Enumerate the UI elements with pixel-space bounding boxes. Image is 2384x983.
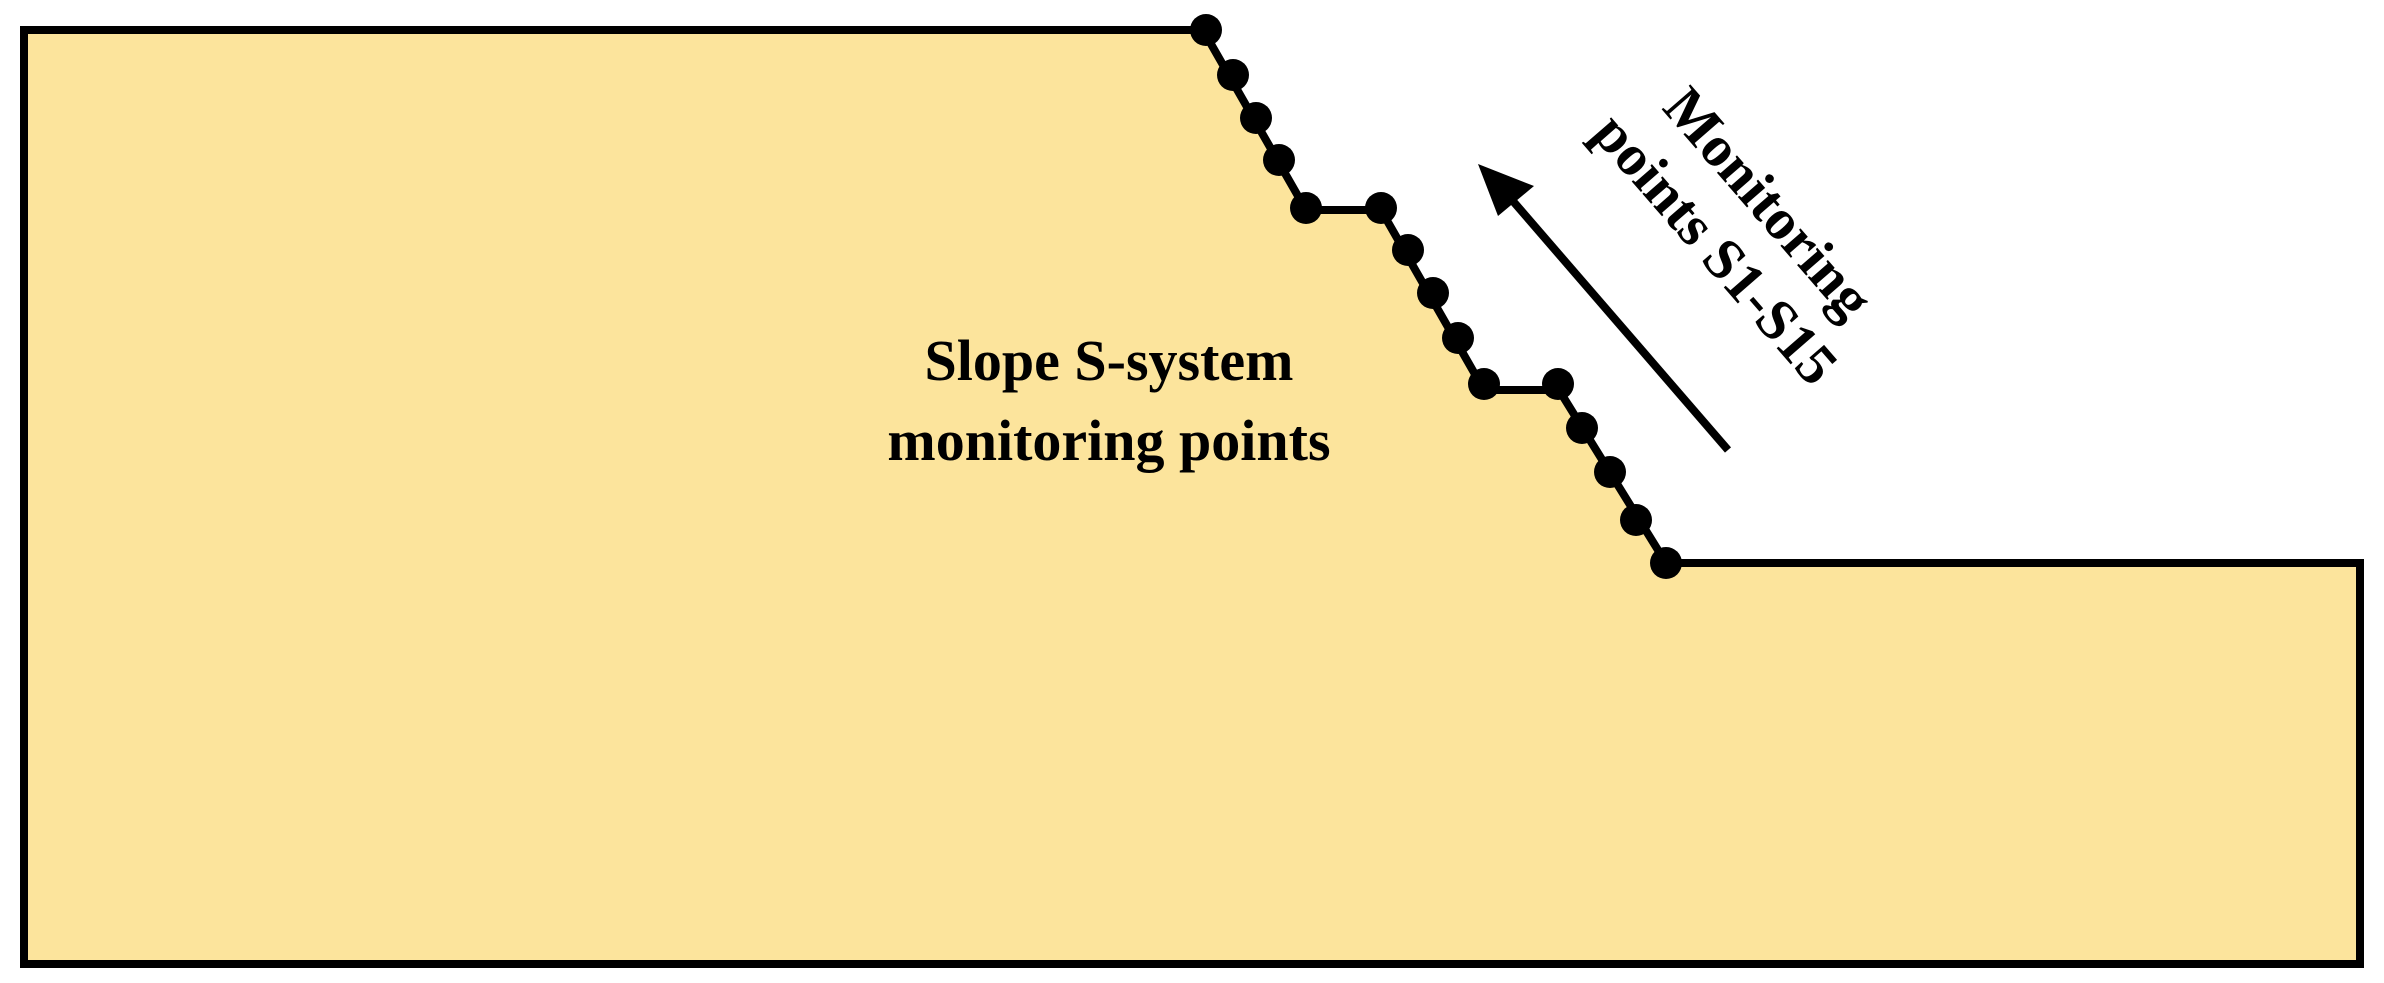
monitoring-point-s2 (1217, 59, 1249, 91)
center-label-line-1: Slope S-system (925, 328, 1294, 393)
side-label: Monitoring points S1-S15 (1581, 74, 1886, 397)
center-label-line-2: monitoring points (887, 408, 1330, 473)
monitoring-point-s12 (1566, 412, 1598, 444)
direction-arrow (1478, 164, 1732, 453)
monitoring-point-s5 (1290, 192, 1322, 224)
monitoring-point-s14 (1620, 504, 1652, 536)
monitoring-point-s8 (1417, 277, 1449, 309)
monitoring-point-s13 (1594, 456, 1626, 488)
monitoring-point-s1 (1190, 14, 1222, 46)
monitoring-point-s6 (1365, 192, 1397, 224)
monitoring-point-s7 (1392, 234, 1424, 266)
slope-body (20, 26, 2364, 968)
arrow-head (1478, 164, 1534, 216)
monitoring-point-s15 (1650, 547, 1682, 579)
monitoring-point-s10 (1468, 368, 1500, 400)
monitoring-points (1190, 14, 1682, 579)
monitoring-point-s9 (1442, 322, 1474, 354)
monitoring-point-s4 (1263, 144, 1295, 176)
arrow-shaft (1508, 197, 1732, 453)
monitoring-point-s11 (1542, 368, 1574, 400)
monitoring-point-s3 (1240, 102, 1272, 134)
